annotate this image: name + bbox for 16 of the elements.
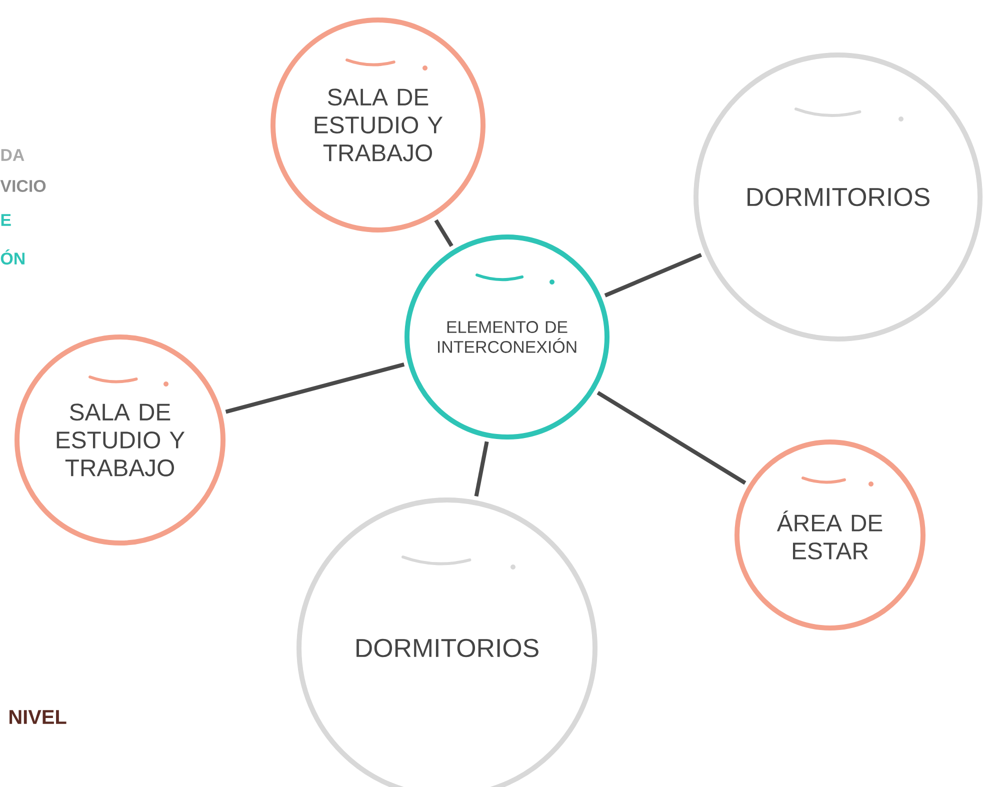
side-label: DA <box>1 149 24 161</box>
side-label: NIVEL <box>10 710 66 724</box>
circle-node: SALA DE ESTUDIO Y TRABAJO <box>270 18 486 232</box>
side-label: ÓN <box>0 249 24 265</box>
circle-node: SALA DE ESTUDIO Y TRABAJO <box>14 334 226 546</box>
connector-line <box>474 441 489 497</box>
circle-node: ÁREA DE ESTAR <box>734 440 926 630</box>
connector-line <box>434 219 454 248</box>
connector-line <box>225 362 405 414</box>
side-label: VICIO <box>0 180 46 192</box>
circle-node: DORMITORIOS <box>296 498 598 787</box>
connector-line <box>604 253 702 298</box>
side-label: E <box>1 214 11 226</box>
connector-line <box>596 390 746 485</box>
circle-node: DORMITORIOS <box>694 52 982 342</box>
circle-node: ELEMENTO DE INTERCONEXIÓN <box>404 234 610 440</box>
